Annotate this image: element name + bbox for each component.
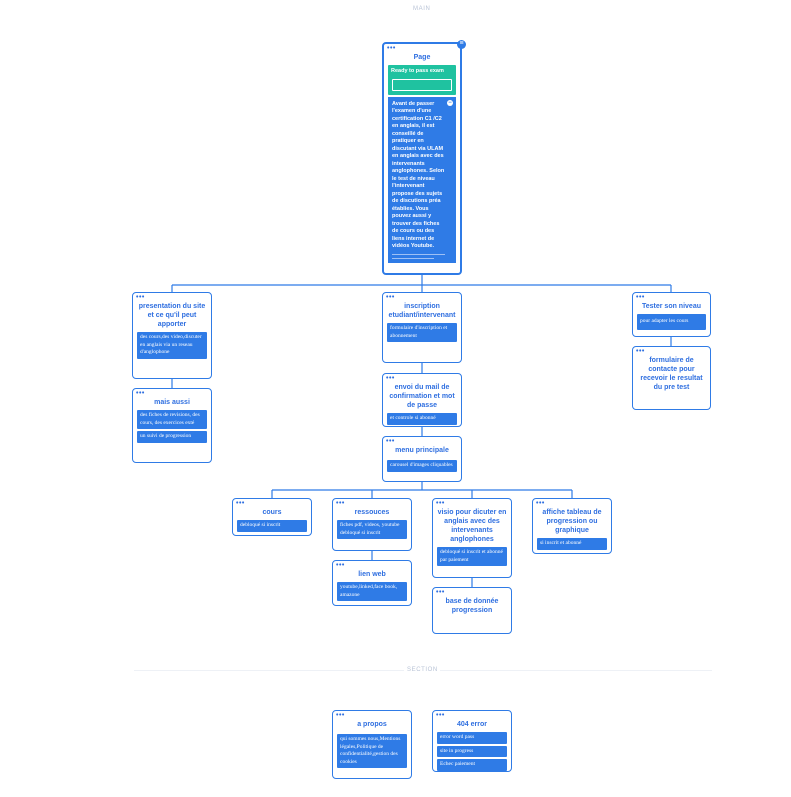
green-section: Ready to pass exam: [388, 65, 456, 95]
collapse-icon[interactable]: −: [447, 99, 453, 106]
hamburger-icon[interactable]: ≡: [457, 40, 466, 49]
section-label-main: MAIN: [413, 6, 431, 12]
card-menu-dots[interactable]: •••: [436, 712, 445, 719]
card-title: ressouces: [354, 509, 390, 516]
formulaire-card[interactable]: ••• formulaire de contacte pour recevoir…: [632, 346, 711, 410]
cours-card[interactable]: ••• cours debloqué si inscrit: [232, 498, 312, 536]
green-input-field[interactable]: [392, 78, 452, 91]
card-menu-dots[interactable]: •••: [387, 45, 396, 52]
tableau-card[interactable]: ••• affiche tableau de progression ou gr…: [532, 498, 612, 554]
inscription-card[interactable]: ••• inscription etudiant/intervenant for…: [382, 292, 462, 363]
card-menu-dots[interactable]: •••: [436, 500, 445, 507]
card-menu-dots[interactable]: •••: [386, 438, 395, 445]
base-donnee-card[interactable]: ••• base de donnée progression: [432, 587, 512, 634]
card-title: Tester son niveau: [641, 303, 701, 310]
lien-web-card[interactable]: ••• lien web youtube,linked,face book, a…: [332, 560, 412, 606]
card-title: affiche tableau de progression ou graphi…: [542, 509, 602, 534]
card-block: formulaire d'inscription et abonnement: [387, 323, 457, 342]
card-menu-dots[interactable]: •••: [136, 294, 145, 301]
card-menu-dots[interactable]: •••: [336, 500, 345, 507]
card-menu-dots[interactable]: •••: [386, 375, 395, 382]
card-menu-dots[interactable]: •••: [636, 348, 645, 355]
card-menu-dots[interactable]: •••: [236, 500, 245, 507]
card-block: debloqué si inscrit et abonné par paieme…: [437, 547, 507, 566]
card-title: Page: [413, 54, 431, 61]
card-block: qui sommes nous,Mentions légales,Politiq…: [337, 734, 407, 768]
text-placeholder-line: [392, 257, 434, 259]
green-section-label: Ready to pass exam: [391, 68, 444, 74]
card-title: base de donnée progression: [445, 598, 499, 614]
card-menu-dots[interactable]: •••: [336, 712, 345, 719]
card-block: debloqué si inscrit: [237, 520, 307, 532]
card-block: si inscrit et abonné: [537, 538, 607, 550]
card-title: cours: [262, 509, 282, 516]
card-block: site in progress: [437, 745, 507, 757]
card-menu-dots[interactable]: •••: [336, 562, 345, 569]
card-block: fiches pdf, videos, youtube debloqué si …: [337, 520, 407, 539]
card-title: lien web: [358, 571, 386, 578]
ressources-card[interactable]: ••• ressouces fiches pdf, videos, youtub…: [332, 498, 412, 551]
card-title: mais aussi: [154, 399, 190, 406]
card-menu-dots[interactable]: •••: [636, 294, 645, 301]
apropos-card[interactable]: ••• a propos qui sommes nous,Mentions lé…: [332, 710, 412, 779]
card-block: des fiches de revisions, des cours, des …: [137, 410, 207, 429]
card-title: 404 error: [457, 721, 487, 728]
card-title: presentation du site et ce qu'il peut ap…: [138, 303, 206, 328]
card-menu-dots[interactable]: •••: [136, 390, 145, 397]
section-divider-right: [440, 670, 712, 671]
card-block: Echec paiement: [437, 759, 507, 771]
menu-principale-card[interactable]: ••• menu principale carousel d'images cl…: [382, 436, 462, 482]
section-label-section: SECTION: [407, 667, 438, 673]
card-block: youtube,linked,face book, amazone: [337, 582, 407, 601]
card-title: visio pour dicuter en anglais avec des i…: [437, 509, 507, 543]
page-text: Avant de passer l'examen d'une certifica…: [392, 100, 445, 250]
mais-aussi-card[interactable]: ••• mais aussi des fiches de revisions, …: [132, 388, 212, 463]
card-block: pour adapter les cours: [637, 314, 706, 330]
text-placeholder-line: [392, 253, 445, 255]
card-block: carousel d'images cliquables: [387, 460, 457, 472]
card-menu-dots[interactable]: •••: [536, 500, 545, 507]
page-text-block: − Avant de passer l'examen d'une certifi…: [388, 96, 456, 263]
card-menu-dots[interactable]: •••: [436, 589, 445, 596]
section-divider-left: [134, 670, 404, 671]
card-title: envoi du mail de confirmation et mot de …: [389, 384, 455, 409]
card-block: des cours,des video,discuter en anglais …: [137, 332, 207, 359]
card-menu-dots[interactable]: •••: [386, 294, 395, 301]
card-title: menu principale: [395, 447, 449, 454]
tester-niveau-card[interactable]: ••• Tester son niveau pour adapter les c…: [632, 292, 711, 337]
card-title: inscription etudiant/intervenant: [388, 303, 456, 319]
card-block: un suivi de progression: [137, 431, 207, 443]
card-title: formulaire de contacte pour recevoir le …: [640, 357, 703, 391]
card-block: error word pass: [437, 732, 507, 744]
card-block: et controle si abonné: [387, 413, 457, 425]
error-404-card[interactable]: ••• 404 error error word pass site in pr…: [432, 710, 512, 772]
card-title: a propos: [357, 721, 387, 728]
envoi-card[interactable]: ••• envoi du mail de confirmation et mot…: [382, 373, 462, 427]
visio-card[interactable]: ••• visio pour dicuter en anglais avec d…: [432, 498, 512, 578]
page-card[interactable]: ••• ≡ Page Ready to pass exam − Avant de…: [382, 40, 466, 275]
presentation-card[interactable]: ••• presentation du site et ce qu'il peu…: [132, 292, 212, 379]
